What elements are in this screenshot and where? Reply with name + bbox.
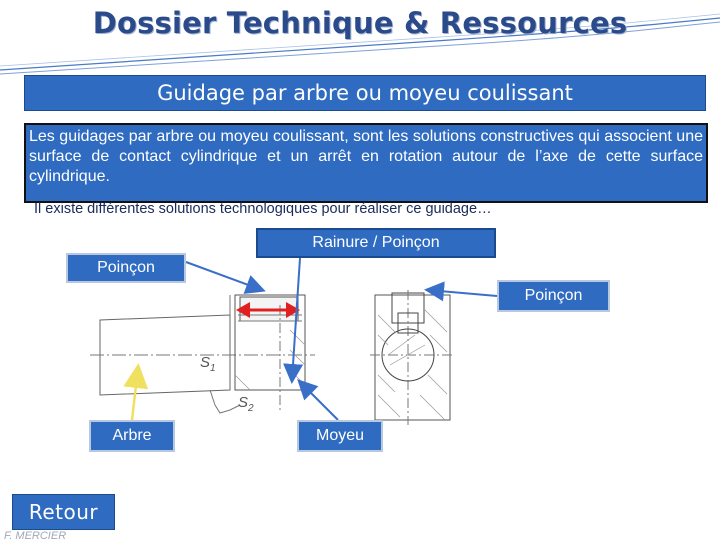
svg-text:S2: S2 [238, 394, 254, 414]
label-arbre: Arbre [89, 420, 175, 452]
slide-subtitle: Guidage par arbre ou moyeu coulissant [24, 75, 706, 111]
shaft-outline [99, 314, 231, 396]
label-moyeu: Moyeu [297, 420, 383, 452]
label-rainure-poincon: Rainure / Poinçon [256, 228, 496, 258]
retour-button[interactable]: Retour [12, 494, 115, 530]
header-wave-decoration [0, 13, 720, 75]
label-s1: S [200, 354, 210, 371]
hub-block [234, 294, 306, 391]
author-credit: F. MERCIER [4, 530, 67, 542]
label-s1-sub: 1 [210, 363, 216, 374]
note-text: Il existe différentes solutions technolo… [34, 201, 492, 217]
label-s2-sub: 2 [247, 403, 254, 414]
label-poincon-left: Poinçon [66, 253, 186, 283]
shaft-section-circle [381, 328, 435, 382]
page-title: Dossier Technique & Ressources [92, 6, 628, 40]
svg-text:S1: S1 [200, 354, 216, 374]
label-poincon-right: Poinçon [497, 280, 610, 312]
section-housing [374, 294, 451, 421]
intro-text: Les guidages par arbre ou moyeu coulissa… [24, 123, 708, 203]
label-s2: S [238, 394, 248, 411]
